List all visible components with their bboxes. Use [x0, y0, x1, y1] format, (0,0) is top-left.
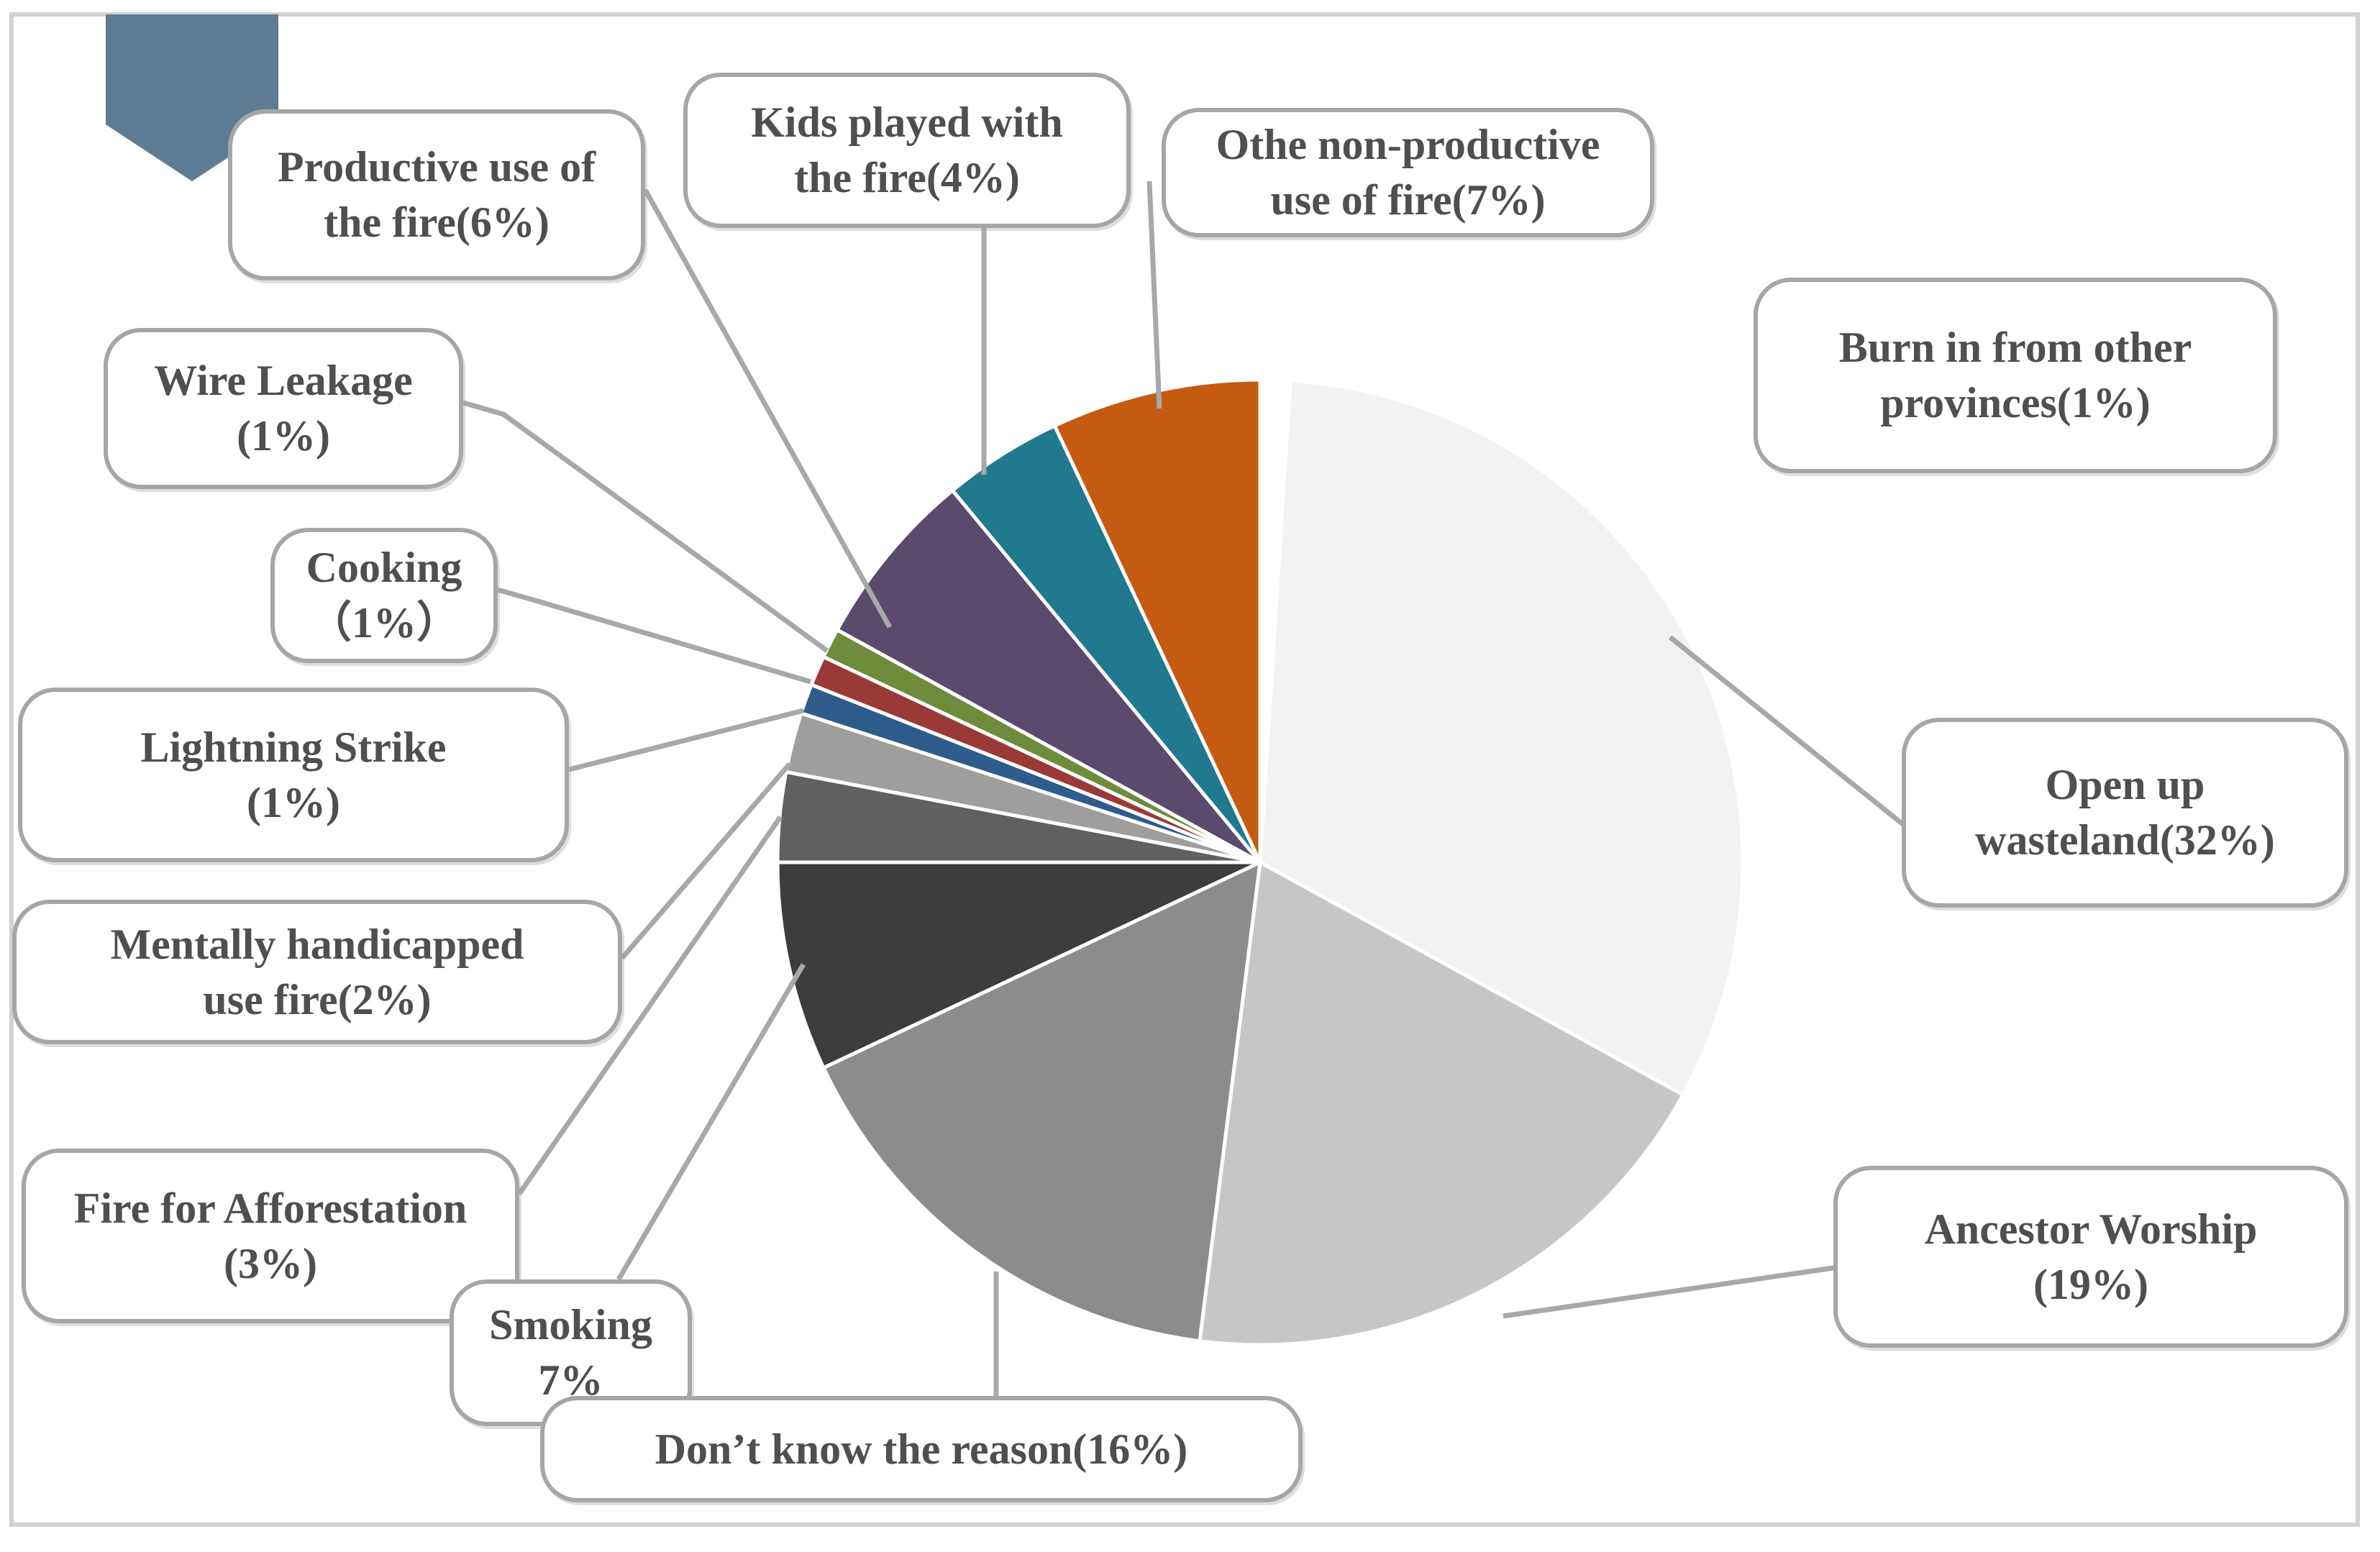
- leader-line-wire: [462, 400, 829, 653]
- callout-label-line1: Ancestor Worship: [1924, 1205, 2258, 1253]
- leader-line-productive: [642, 188, 893, 629]
- callout-dont_know: Don’t know the reason(16%): [540, 1396, 1303, 1502]
- callout-label-line2: (1%): [247, 778, 340, 826]
- callout-label-line2: (3%): [224, 1239, 317, 1287]
- callout-label-line1: Open up: [2045, 761, 2205, 809]
- callout-label-line2: provinces(1%): [1880, 379, 2151, 426]
- callout-label-line2: the fire(6%): [324, 198, 550, 246]
- callout-label-line1: Smoking: [489, 1301, 652, 1349]
- callout-productive: Productive use of the fire(6%): [228, 109, 645, 280]
- callout-label-line1: Othe non-productive: [1216, 121, 1600, 169]
- leader-line-smoking: [616, 963, 806, 1281]
- callout-label-line1: Don’t know the reason(16%): [655, 1425, 1188, 1473]
- leader-line-open_up: [1668, 635, 1907, 828]
- leader-line-fire_aff: [517, 816, 783, 1195]
- callout-label-line2: use fire(2%): [203, 975, 432, 1023]
- figure-frame: [9, 12, 2360, 1527]
- callout-cooking: Cooking （1%）: [270, 528, 498, 663]
- callout-label-line1: Mentally handicapped: [110, 920, 524, 968]
- pie-slice-smoking: [775, 860, 1262, 1070]
- callout-label-line1: Wire Leakage: [154, 357, 413, 405]
- leader-line-cooking: [497, 587, 811, 685]
- callout-label-line1: Burn in from other: [1838, 324, 2192, 372]
- callout-label-line1: Kids played with: [751, 99, 1063, 147]
- leader-line-othe: [1146, 181, 1162, 409]
- callout-label-line2: wasteland(32%): [1975, 816, 2275, 864]
- leader-line-mentally: [620, 762, 792, 960]
- callout-label-line1: Lightning Strike: [140, 723, 447, 771]
- callout-mentally: Mentally handicapped use fire(2%): [12, 900, 622, 1044]
- callout-fire_aff: Fire for Afforestation (3%): [22, 1149, 519, 1323]
- callout-burn_in: Burn in from other provinces(1%): [1754, 278, 2277, 473]
- callout-label-line1: Fire for Afforestation: [73, 1184, 468, 1232]
- callout-label-line2: the fire(4%): [794, 154, 1020, 201]
- pie-slice-open_up: [1258, 378, 1745, 1097]
- callout-label-line2: (19%): [2033, 1260, 2148, 1308]
- callout-lightning: Lightning Strike (1%): [18, 688, 569, 862]
- callout-label-line2: （1%）: [309, 599, 460, 647]
- leader-line-lightning: [568, 708, 804, 772]
- callout-ancestor: Ancestor Worship (19%): [1833, 1166, 2348, 1348]
- pie-slice-othe: [1052, 378, 1262, 864]
- callout-label-line1: Productive use of: [277, 143, 596, 191]
- callout-wire: Wire Leakage (1%): [104, 328, 463, 489]
- callout-othe: Othe non-productive use of fire(7%): [1162, 108, 1654, 237]
- callout-label-line2: (1%): [237, 412, 330, 460]
- callout-label-line1: Cooking: [306, 544, 462, 592]
- callout-label-line2: use of fire(7%): [1270, 176, 1546, 224]
- callout-kids: Kids played with the fire(4%): [683, 73, 1131, 228]
- leader-line-ancestor: [1503, 1264, 1839, 1319]
- pie-slice-productive: [835, 488, 1262, 864]
- pie-slice-ancestor: [1198, 860, 1685, 1347]
- callout-open_up: Open up wasteland(32%): [1902, 718, 2348, 908]
- pie-slice-dont_know: [821, 860, 1262, 1343]
